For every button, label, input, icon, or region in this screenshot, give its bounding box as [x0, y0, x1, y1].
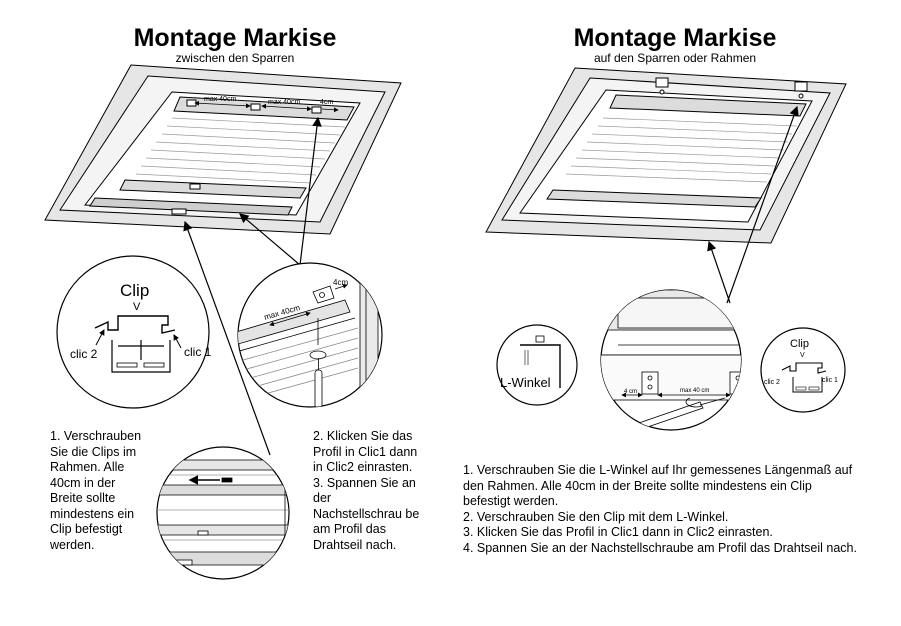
right-profile-detail — [600, 289, 742, 431]
right-step-2: 2. Verschrauben Sie den Clip mit dem L-W… — [463, 509, 729, 524]
left-dim-edge: 4cm — [320, 99, 333, 106]
right-title: Montage Markise — [573, 24, 777, 52]
left-clip-label: Clip — [120, 281, 149, 300]
left-step-3: 3. Spannen Sie an der Nachstellschrau be… — [313, 475, 420, 552]
right-pleats — [565, 117, 798, 183]
left-dim-max1: max 40cm — [204, 96, 236, 103]
left-clip-detail — [56, 255, 210, 409]
right-step-4: 4. Spannen Sie an der Nachstellschraube … — [463, 540, 857, 555]
left-clic2-label: clic 2 — [70, 347, 98, 361]
right-subtitle: auf den Sparren oder Rahmen — [593, 51, 757, 65]
right-window-frame — [485, 67, 847, 244]
right-lwinkel-label: L-Winkel — [500, 375, 551, 390]
left-title: Montage Markise — [133, 24, 337, 52]
right-steps: 1. Verschrauben Sie die L-Winkel auf Ihr… — [463, 463, 858, 556]
right-lwinkel-detail — [496, 324, 578, 406]
left-clic1-label: clic 1 — [184, 345, 212, 359]
left-profile-detail — [237, 262, 383, 408]
left-step-2: 2. Klicken Sie das Profil in Clic1 dann … — [313, 429, 418, 474]
left-clip-marker: V — [133, 301, 141, 313]
left-dim-max2: max 40cm — [268, 99, 300, 106]
right-clip-detail — [760, 327, 846, 413]
left-subtitle: zwischen den Sparren — [175, 51, 295, 65]
right-clip-label: Clip — [790, 338, 809, 350]
right-pointer-arrows — [707, 105, 799, 304]
left-detail-edge: 4cm — [333, 278, 348, 287]
right-clip-marker: V — [800, 352, 805, 359]
left-pointer-arrows — [183, 116, 322, 456]
right-clic2-label: clic 2 — [764, 379, 780, 386]
right-detail-max: max 40 cm — [680, 388, 709, 394]
right-step-3: 3. Klicken Sie das Profil in Clic1 dann … — [463, 525, 773, 539]
right-detail-edge: 4 cm — [624, 389, 637, 395]
right-step-1: 1. Verschrauben Sie die L-Winkel auf Ihr… — [463, 463, 853, 508]
left-frame-detail — [156, 446, 290, 580]
left-dimension-lines — [194, 100, 339, 113]
right-clic1-label: clic 1 — [822, 377, 838, 384]
left-window-frame — [44, 64, 402, 235]
left-step-1: 1. Verschrauben Sie die Clips im Rahmen.… — [50, 429, 142, 552]
